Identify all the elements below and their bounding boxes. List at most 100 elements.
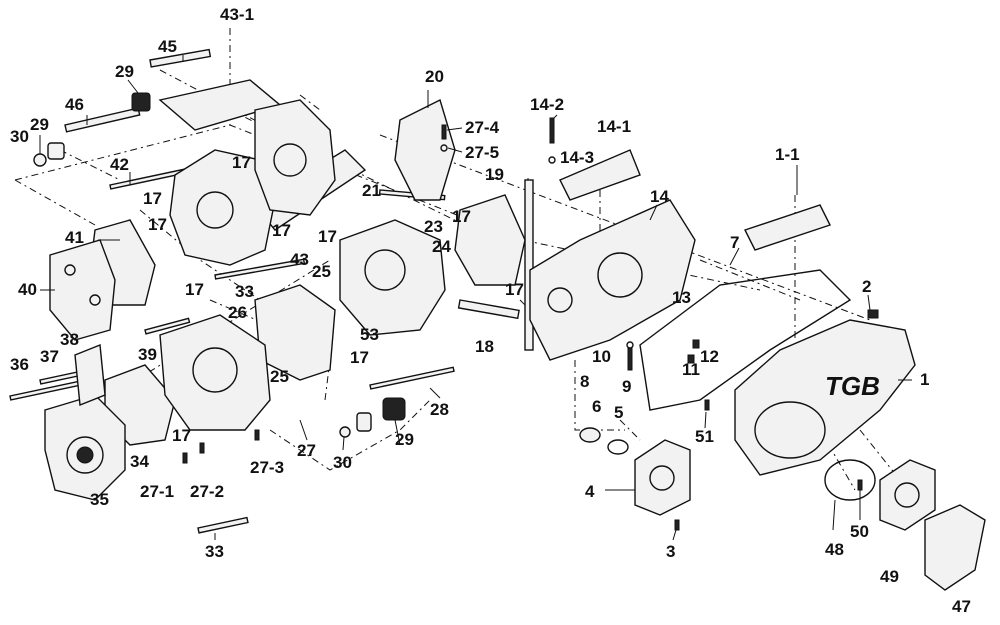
bolt-28 [369,366,455,390]
callout-30-left: 30 [10,127,29,146]
bolt-27-1 [182,452,188,464]
bolt-14-2 [549,117,555,144]
callout-17-j: 17 [505,280,524,299]
callout-45: 45 [158,37,177,56]
callout-51: 51 [695,427,714,446]
callout-43-1: 43-1 [220,5,254,24]
shafts-and-bolts [9,48,534,534]
castings: TGB [44,99,986,591]
callout-33-top: 33 [235,282,254,301]
callout-24: 24 [432,237,451,256]
gasket-14-1 [559,149,641,201]
crankcase-upper-right [254,99,336,216]
bolt-50 [857,479,863,491]
brand-logo: TGB [825,371,880,401]
callout-14-2: 14-2 [530,95,564,114]
callout-35: 35 [90,490,109,509]
callout-23: 23 [424,217,443,236]
filter-49 [879,459,936,531]
gasket-7 [639,269,852,411]
callout-47: 47 [952,597,971,616]
bolt-27-3 [254,429,260,441]
bolt-3 [674,519,680,531]
callout-34: 34 [130,452,149,471]
callout-13: 13 [672,288,691,307]
gears-bearings [33,92,629,455]
callout-48: 48 [825,540,844,559]
callout-27-1: 27-1 [140,482,174,501]
dowel-12 [692,339,700,349]
bolt-33-top [214,258,306,280]
callout-1: 1 [920,370,929,389]
outer-cover-1 [734,319,916,476]
callout-17-h: 17 [172,426,191,445]
callout-49: 49 [880,567,899,586]
gasket-20 [394,99,456,201]
oring-5 [607,439,629,455]
callout-17-b: 17 [232,153,251,172]
seal-6 [579,427,601,443]
washer-30-left [33,153,47,167]
washer-27-5 [440,144,448,152]
callout-27-4: 27-4 [465,118,500,137]
callout-6: 6 [592,397,601,416]
callout-3: 3 [666,542,675,561]
callout-27-3: 27-3 [250,458,284,477]
dowel-11 [687,354,695,364]
pin-18 [457,299,520,320]
bolt-27-2 [199,442,205,454]
callout-14-3: 14-3 [560,148,594,167]
callout-37: 37 [40,347,59,366]
callout-17-d: 17 [272,221,291,240]
callout-40: 40 [18,280,37,299]
gear-29-bottom [382,397,406,421]
bolt-9 [627,347,633,371]
callout-2: 2 [862,277,871,296]
plate-4 [634,439,691,516]
bolt-51 [704,399,710,411]
gasket-19 [454,194,526,286]
crankcase-lower [159,314,271,431]
callout-17-a: 17 [143,189,162,208]
callout-17-i: 17 [452,207,471,226]
washer-10 [626,341,634,349]
shaft-45 [149,48,212,68]
bolt-27-4 [441,124,447,140]
leader-lines [39,55,912,541]
callout-17-c: 17 [148,215,167,234]
filter-cover-47 [924,504,986,591]
callout-1-1: 1-1 [775,145,800,164]
callout-36: 36 [10,355,29,374]
callout-27-5: 27-5 [465,143,499,162]
callout-28: 28 [430,400,449,419]
callout-19: 19 [485,165,504,184]
callout-9: 9 [622,377,631,396]
washer-30-bottom [339,426,351,438]
bolt-33-bottom [197,516,249,534]
callouts: 43-1 45 29 46 30 29 42 17 17 17 17 41 40… [10,5,971,616]
callout-12: 12 [700,347,719,366]
callout-27-2: 27-2 [190,482,224,501]
callout-41: 41 [65,228,84,247]
small-bolts [182,117,879,531]
washer-14-3 [548,156,556,164]
callout-17-g: 17 [350,348,369,367]
bearing-29-bottom [356,412,372,432]
callout-17-e: 17 [185,280,204,299]
cover-40 [49,239,116,341]
callout-29-left: 29 [30,115,49,134]
pin-18b [524,179,534,351]
callout-33-bottom: 33 [205,542,224,561]
bolt-2 [867,309,879,319]
callout-29-bottom: 29 [395,430,414,449]
bearing-29-left [47,142,65,160]
crankcase-center [339,219,446,336]
shaft-46 [64,107,141,133]
callout-14: 14 [650,187,669,206]
crankcase-left-upper [169,149,276,266]
callout-11: 11 [682,360,700,379]
callout-50: 50 [850,522,869,541]
callout-18: 18 [475,337,494,356]
